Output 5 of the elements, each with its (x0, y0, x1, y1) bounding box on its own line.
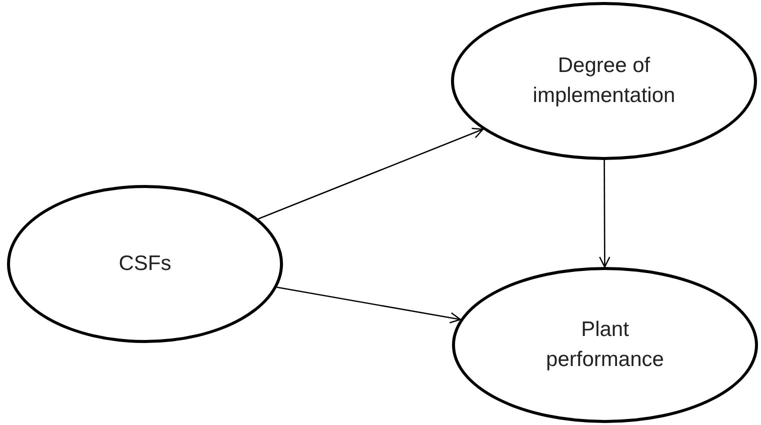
arrow (258, 128, 484, 220)
node-label: Degree of implementation (532, 52, 676, 109)
node-label: CSFs (118, 250, 172, 277)
arrow (599, 160, 610, 268)
node-label: Plant performance (545, 316, 665, 373)
